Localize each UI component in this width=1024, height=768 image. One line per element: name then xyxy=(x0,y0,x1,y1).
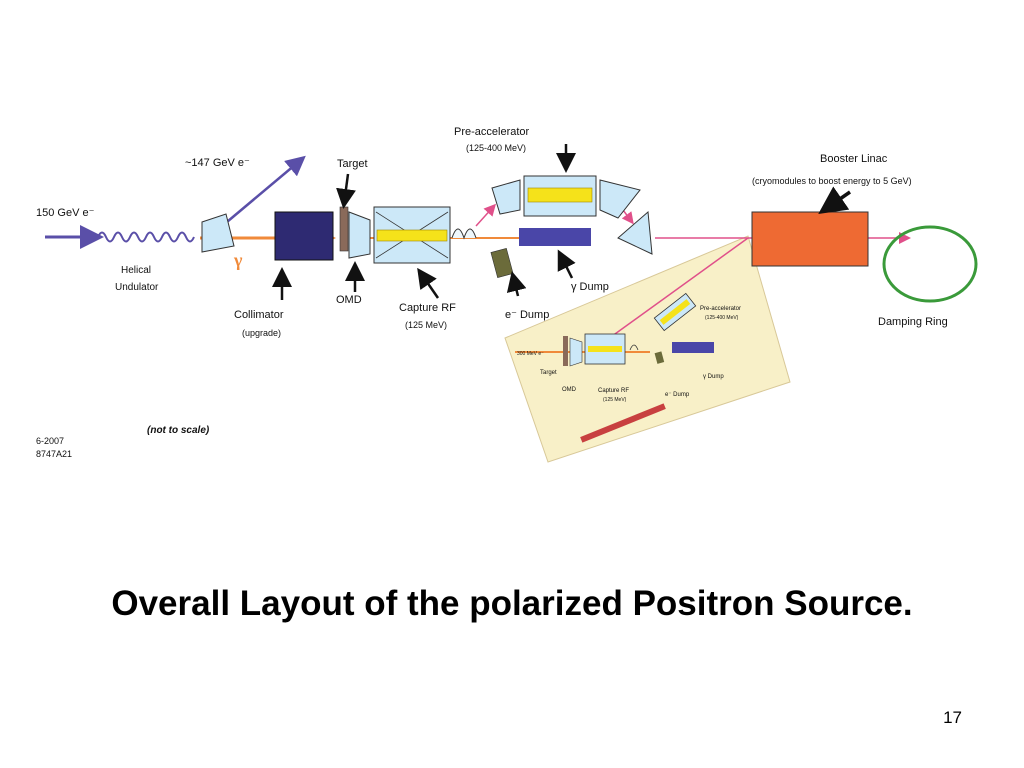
beam-in-label: 150 GeV e⁻ xyxy=(36,207,95,219)
damping-ring xyxy=(882,225,978,303)
inset-target-bar xyxy=(563,336,568,366)
inset-capture-rf-label: Capture RF xyxy=(598,388,629,394)
gamma-dump-bar xyxy=(519,228,591,246)
inset-gamma-dump-bar xyxy=(672,342,714,353)
date-code-line2: 8747A21 xyxy=(36,449,72,459)
inset-beam-label: 300 MeV e⁻ xyxy=(517,351,544,357)
date-code-line1: 6-2007 xyxy=(36,436,64,446)
booster-linac-sublabel: (cryomodules to boost energy to 5 GeV) xyxy=(752,176,912,186)
booster-linac-pointer-arrow xyxy=(818,186,851,214)
collimator-sublabel: (upgrade) xyxy=(242,328,281,338)
pre-accelerator-cavity xyxy=(523,175,597,217)
e-dump-label: e⁻ Dump xyxy=(505,309,549,321)
capture-rf-pointer-arrow xyxy=(417,267,440,299)
damping-ring-label: Damping Ring xyxy=(878,316,948,328)
page-number: 17 xyxy=(943,708,962,727)
pre-accelerator-bend-right xyxy=(599,179,641,219)
collimator-label: Collimator xyxy=(234,309,284,321)
target-label: Target xyxy=(337,158,368,170)
inset-beam-line xyxy=(589,237,749,353)
inset-capture-rf-core xyxy=(588,346,622,352)
transfer-bend-magnet xyxy=(617,210,653,255)
beam-out-label: ~147 GeV e⁻ xyxy=(185,157,250,169)
inset-red-stamp xyxy=(580,403,666,443)
pre-accelerator-label: Pre-accelerator xyxy=(454,126,530,138)
capture-rf-energy: (125 MeV) xyxy=(405,320,447,330)
gamma-symbol: γ xyxy=(233,250,243,270)
slide-title: Overall Layout of the polarized Positron… xyxy=(111,584,913,623)
not-to-scale-label: (not to scale) xyxy=(147,425,210,436)
capture-rf-label: Capture RF xyxy=(399,302,456,314)
e-dump-block xyxy=(490,248,514,278)
chicane-magnets xyxy=(451,228,477,240)
booster-linac-label: Booster Linac xyxy=(820,153,888,165)
gamma-dump-pointer-arrow xyxy=(557,249,576,279)
omd-label: OMD xyxy=(336,294,362,306)
inset-pre-accelerator-shape xyxy=(653,292,697,332)
target-wheel xyxy=(339,206,349,252)
inset-omd-shape xyxy=(569,337,583,367)
capture-rf-cavity xyxy=(373,206,451,264)
inset-pre-accelerator-energy: (125-400 MeV) xyxy=(705,315,739,321)
helical-undulator-coil xyxy=(97,231,195,243)
inset-capture-rf-energy: (125 MeV) xyxy=(603,397,627,403)
positron-source-diagram: Pre-accelerator (125-400 MeV) 300 MeV e⁻… xyxy=(36,126,978,463)
gamma-dump-label: γ Dump xyxy=(571,281,609,293)
inset-panel: Pre-accelerator (125-400 MeV) 300 MeV e⁻… xyxy=(504,235,791,463)
e-dump-pointer-arrow xyxy=(506,271,527,297)
collimator-block xyxy=(274,211,334,261)
inset-omd-label: OMD xyxy=(562,387,577,393)
spent-electron-beam xyxy=(214,155,306,233)
undulator-label-line2: Undulator xyxy=(115,282,159,293)
inset-e-dump-label: e⁻ Dump xyxy=(665,392,690,398)
inset-e-dump-block xyxy=(654,351,665,364)
omd-device xyxy=(348,211,371,259)
inset-pre-accelerator-label: Pre-accelerator xyxy=(700,306,741,312)
undulator-dipole-magnet xyxy=(201,213,235,253)
booster-linac-block xyxy=(751,211,869,267)
pre-accelerator-bend-left xyxy=(491,179,521,215)
inset-gamma-dump-label: γ Dump xyxy=(703,374,724,380)
undulator-label-line1: Helical xyxy=(121,265,151,276)
pre-accelerator-energy: (125-400 MeV) xyxy=(466,143,526,153)
target-pointer-arrow xyxy=(336,173,356,209)
inset-target-label: Target xyxy=(540,370,557,376)
